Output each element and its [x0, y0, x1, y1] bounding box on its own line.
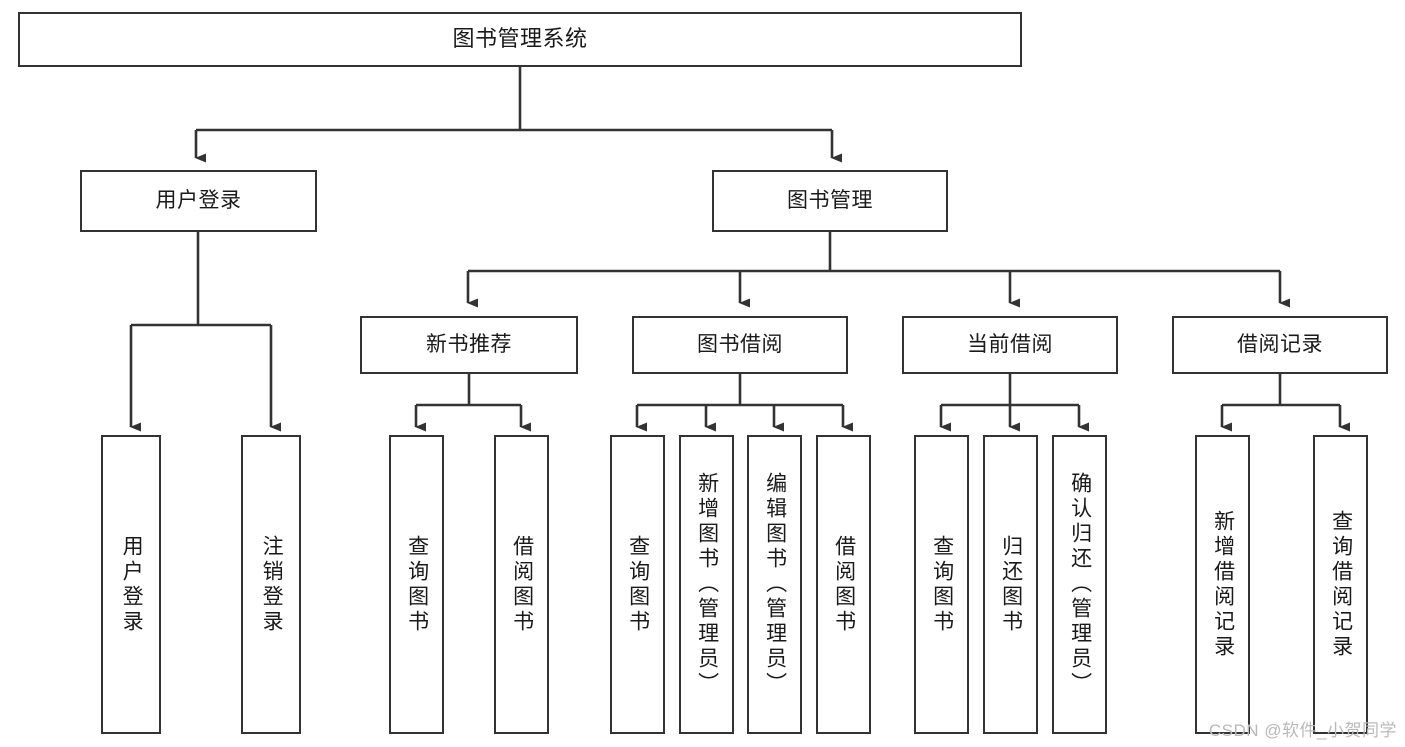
- node-label: 查询图书: [626, 534, 650, 635]
- leaf-user-login[interactable]: 用户登录: [101, 435, 161, 734]
- node-label: 归还图书: [999, 534, 1023, 635]
- node-label: 借阅图书: [832, 534, 856, 635]
- leaf-return-book[interactable]: 归还图书: [983, 435, 1038, 734]
- node-label: 查询图书: [405, 534, 429, 635]
- leaf-query-book-current[interactable]: 查询图书: [914, 435, 969, 734]
- node-label: 查询图书: [930, 534, 954, 635]
- node-label: 用户登录: [155, 189, 242, 213]
- leaf-add-borrow-record[interactable]: 新增借阅记录: [1195, 435, 1250, 734]
- node-label: 借阅图书: [510, 534, 534, 635]
- node-label: 借阅记录: [1237, 333, 1323, 357]
- leaf-borrow-book-newbook[interactable]: 借阅图书: [494, 435, 549, 734]
- leaf-query-book-borrow[interactable]: 查询图书: [610, 435, 665, 734]
- node-book-borrow[interactable]: 图书借阅: [632, 316, 848, 374]
- leaf-query-book-newbook[interactable]: 查询图书: [389, 435, 444, 734]
- leaf-logout[interactable]: 注销登录: [241, 435, 301, 734]
- leaf-edit-book-admin[interactable]: 编辑图书（管理员）: [747, 435, 802, 734]
- node-label: 查询借阅记录: [1329, 509, 1353, 660]
- leaf-query-borrow-record[interactable]: 查询借阅记录: [1313, 435, 1368, 734]
- node-label: 当前借阅: [967, 333, 1053, 357]
- node-label: 新书推荐: [426, 333, 512, 357]
- node-label: 新增借阅记录: [1211, 509, 1235, 660]
- node-label: 用户登录: [120, 534, 144, 635]
- node-borrow-record[interactable]: 借阅记录: [1172, 316, 1388, 374]
- node-label: 新增图书（管理员）: [695, 472, 719, 697]
- node-label: 注销登录: [260, 534, 284, 635]
- node-new-book-recommend[interactable]: 新书推荐: [360, 316, 578, 374]
- leaf-borrow-book[interactable]: 借阅图书: [816, 435, 871, 734]
- node-user-login[interactable]: 用户登录: [80, 170, 317, 232]
- leaf-confirm-return-admin[interactable]: 确认归还（管理员）: [1052, 435, 1107, 734]
- leaf-add-book-admin[interactable]: 新增图书（管理员）: [679, 435, 734, 734]
- node-label: 图书管理: [787, 189, 873, 213]
- node-label: 图书借阅: [697, 333, 783, 357]
- node-root-system[interactable]: 图书管理系统: [18, 12, 1022, 67]
- node-current-borrow[interactable]: 当前借阅: [902, 316, 1118, 374]
- node-book-management[interactable]: 图书管理: [712, 170, 948, 232]
- csdn-watermark: CSDN @软件_小贺同学: [1208, 721, 1397, 740]
- node-label: 确认归还（管理员）: [1068, 472, 1092, 697]
- node-label: 编辑图书（管理员）: [763, 472, 787, 697]
- node-label: 图书管理系统: [452, 26, 588, 52]
